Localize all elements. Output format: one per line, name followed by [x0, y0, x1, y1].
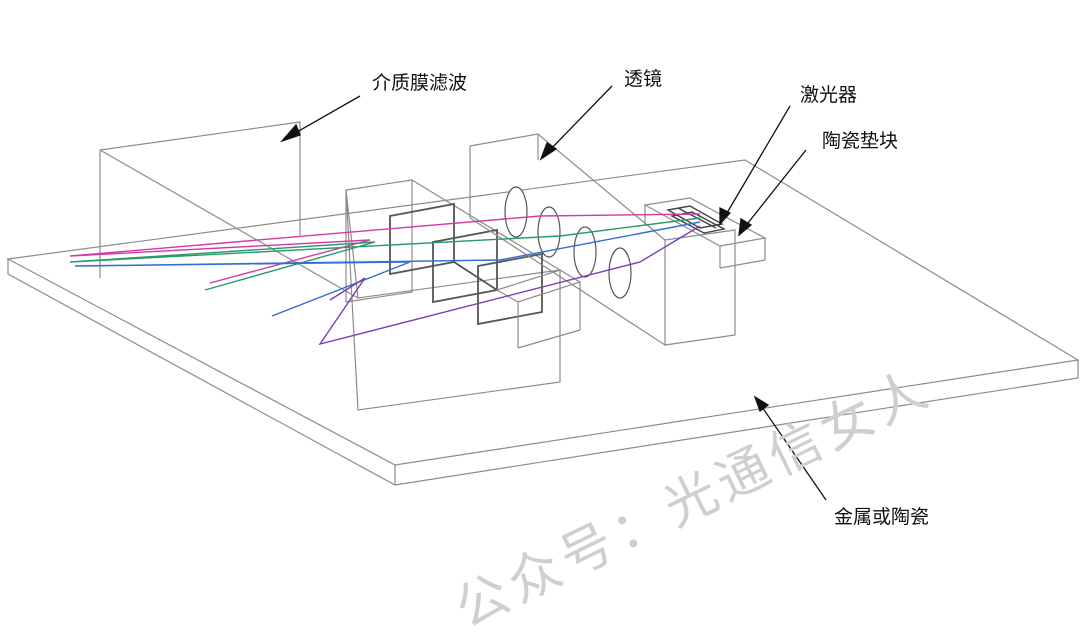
label-laser: 激光器	[800, 84, 858, 106]
filter-bracket	[497, 270, 580, 348]
lens-block-back-face	[470, 134, 665, 240]
optical-assembly-drawing	[0, 0, 1080, 608]
ceramic-pad	[645, 198, 765, 268]
arrow-filter-line	[290, 96, 360, 136]
arrow-filter-head	[282, 125, 300, 141]
lens-block-diagonal	[470, 218, 665, 345]
laser-chip-1	[668, 206, 722, 228]
beam-path-purple	[320, 226, 700, 344]
lens-1	[504, 186, 528, 238]
filter-block-side-face	[346, 190, 560, 410]
arrow-base-head	[755, 397, 768, 411]
beam-paths	[70, 214, 700, 344]
arrow-pad-line	[744, 150, 806, 228]
dielectric-filter-block	[100, 122, 560, 410]
filter-block-back-face	[100, 122, 300, 235]
arrow-pad-head	[739, 219, 751, 235]
filter-block-diagonal	[100, 150, 358, 298]
arrow-lens-line	[548, 86, 612, 152]
label-dielectric-filter: 介质膜滤波	[372, 72, 468, 94]
laser-chip-2	[672, 212, 724, 233]
ceramic-pad-edge-c	[720, 260, 765, 268]
arrow-laser-line	[724, 106, 790, 218]
lens-2	[537, 206, 561, 258]
beam-path-green	[70, 218, 700, 290]
filter-frame-link	[454, 262, 497, 290]
beam-path-blue	[75, 222, 700, 316]
lens-array	[504, 186, 632, 299]
label-base: 金属或陶瓷	[834, 506, 930, 528]
arrow-laser-head	[720, 208, 730, 224]
beam-path-magenta	[70, 214, 700, 283]
lens-4	[608, 247, 632, 299]
arrow-lens-head	[541, 143, 556, 159]
lens-block-front-face	[665, 230, 735, 345]
lens-3	[573, 226, 597, 278]
arrow-base-line	[760, 404, 826, 500]
filter-frame-3	[478, 254, 542, 324]
label-ceramic-pad: 陶瓷垫块	[822, 130, 899, 152]
base-plate-top-face	[8, 160, 1078, 465]
leader-arrows	[282, 86, 826, 500]
filter-frames	[390, 204, 542, 324]
base-plate	[8, 160, 1078, 485]
filter-bracket-edge-c	[518, 330, 580, 348]
filter-block-front-face	[346, 180, 412, 302]
filter-bracket-top	[497, 270, 580, 302]
label-lens: 透镜	[624, 68, 663, 90]
